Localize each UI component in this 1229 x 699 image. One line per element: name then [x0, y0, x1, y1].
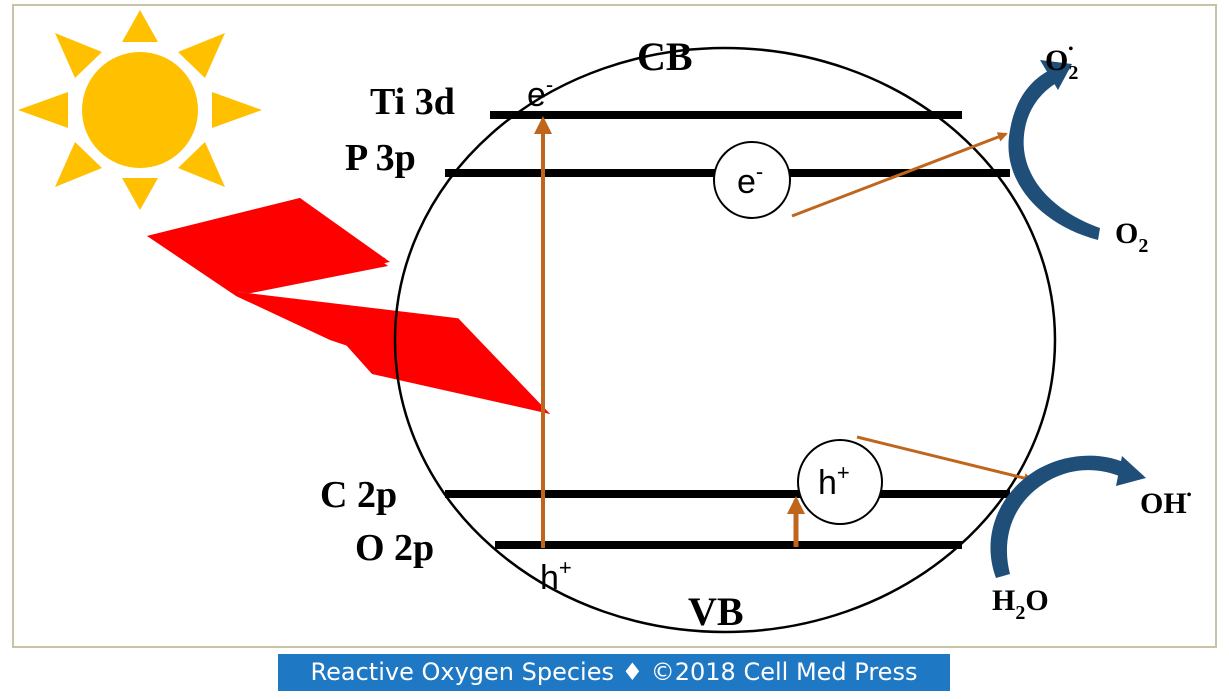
hole-circle-letter: h — [818, 464, 837, 502]
oxygen-sub: 2 — [1138, 235, 1148, 257]
label-oxygen: O2 — [1115, 217, 1148, 257]
hydroxyl-oh: OH — [1140, 487, 1187, 520]
sun-icon — [18, 10, 262, 210]
label-hole-circle: h+ — [818, 460, 850, 502]
water-sub: 2 — [1015, 602, 1025, 624]
water-h: H — [992, 584, 1015, 617]
label-superoxide-radical: O2 • — [1045, 42, 1078, 84]
label-ti3d: Ti 3d — [370, 81, 455, 123]
label-electron-circle: e- — [737, 159, 763, 201]
electron-transfer-arrow — [791, 132, 1008, 218]
label-c2p: C 2p — [320, 474, 397, 516]
oxygen-o: O — [1115, 217, 1138, 250]
hole-bottom-sup: + — [559, 555, 572, 580]
superoxide-o: O — [1045, 44, 1068, 77]
hole-bottom-letter: h — [540, 559, 559, 597]
label-hole-bottom: h+ — [540, 555, 572, 597]
label-water: H2O — [992, 584, 1049, 624]
superoxide-sub: 2 — [1068, 62, 1078, 84]
label-vb: VB — [688, 589, 744, 634]
electron-top-letter: e — [527, 76, 546, 114]
electron-top-sup: - — [546, 72, 553, 97]
electron-circle — [713, 141, 791, 219]
hole-circle-sup: + — [837, 460, 850, 485]
electron-circle-sup: - — [756, 159, 763, 184]
reduction-arrow-icon — [1008, 60, 1100, 240]
label-hydroxyl-radical: OH• — [1140, 487, 1192, 520]
label-o2p: O 2p — [355, 527, 434, 569]
label-cb: CB — [637, 34, 693, 79]
water-o: O — [1025, 584, 1048, 617]
electron-circle-letter: e — [737, 163, 756, 201]
label-p3p: P 3p — [345, 137, 416, 179]
label-electron-top: e- — [527, 72, 553, 114]
hole-circle — [797, 439, 883, 525]
copyright-banner: Reactive Oxygen Species ♦ ©2018 Cell Med… — [278, 654, 950, 691]
lightning-bolt-icon-core — [147, 198, 550, 414]
hole-oxidation-arrow — [856, 435, 1034, 483]
particle-circle — [393, 46, 1057, 634]
superoxide-dot: • — [1068, 42, 1073, 57]
oxidation-arrow-icon — [990, 455, 1146, 578]
hydroxyl-dot: • — [1187, 488, 1192, 503]
